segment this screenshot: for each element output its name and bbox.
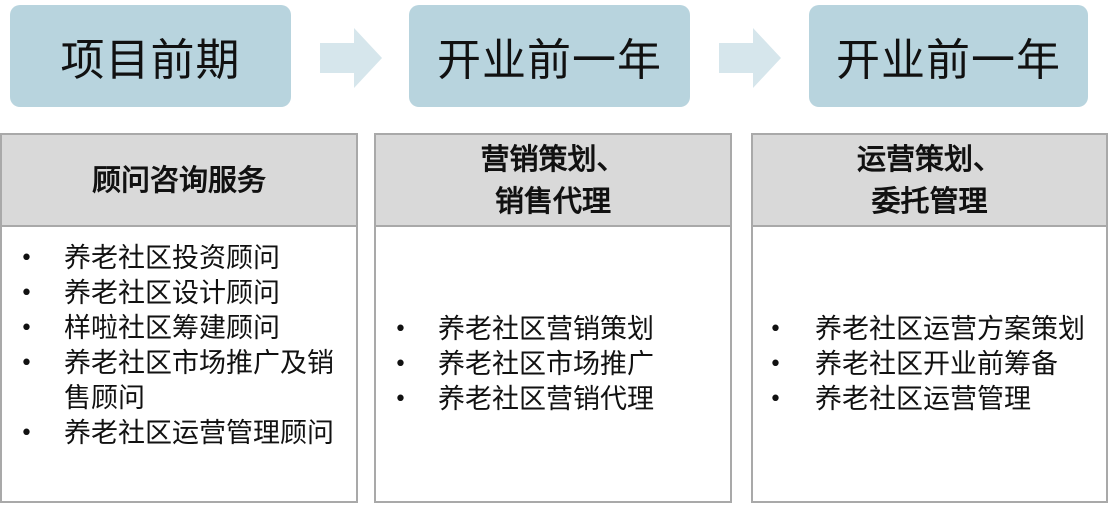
service-column-marketing: 营销策划、 销售代理 • 养老社区营销策划 • 养老社区市场推广 • 养老社区营销代理	[374, 133, 732, 503]
list-item-text: 养老社区投资顾问	[64, 243, 280, 274]
bullet-icon: •	[20, 316, 33, 341]
column-body: • 养老社区营销策划 • 养老社区市场推广 • 养老社区营销代理	[376, 227, 730, 501]
service-list: • 养老社区运营方案策划 • 养老社区开业前筹备 • 养老社区运营管理	[753, 312, 1106, 417]
list-item: • 养老社区运营管理	[753, 382, 1096, 417]
service-column-operations: 运营策划、 委托管理 • 养老社区运营方案策划 • 养老社区开业前筹备 • 养老社区运…	[751, 133, 1108, 503]
bullet-icon: •	[769, 386, 782, 412]
list-item: • 养老社区投资顾问	[2, 241, 346, 276]
bullet-icon: •	[394, 386, 407, 412]
column-body: • 养老社区运营方案策划 • 养老社区开业前筹备 • 养老社区运营管理	[753, 227, 1106, 501]
right-arrow-icon	[320, 28, 382, 88]
list-item-text: 养老社区营销策划	[438, 313, 654, 345]
bullet-icon: •	[769, 316, 782, 342]
service-column-consulting: 顾问咨询服务 • 养老社区投资顾问 • 养老社区设计顾问 • 样啦社区筹建顾问 • 养老…	[0, 133, 358, 503]
list-item: • 样啦社区筹建顾问	[2, 311, 346, 346]
column-header-line: 顾问咨询服务	[91, 163, 266, 197]
bullet-icon: •	[20, 351, 33, 376]
list-item-text: 样啦社区筹建顾问	[64, 313, 280, 344]
bullet-icon: •	[20, 421, 33, 446]
bullet-icon: •	[769, 351, 782, 377]
column-header-line: 营销策划、	[480, 142, 626, 176]
column-header: 顾问咨询服务	[2, 135, 356, 227]
list-item-text: 养老社区运营管理	[815, 383, 1031, 415]
list-item-text: 养老社区开业前筹备	[815, 348, 1058, 380]
list-item: • 养老社区运营管理顾问	[2, 416, 346, 451]
list-item-text: 养老社区市场推广及销售顾问	[64, 348, 334, 414]
list-item: • 养老社区营销代理	[376, 382, 720, 417]
service-list: • 养老社区营销策划 • 养老社区市场推广 • 养老社区营销代理	[376, 312, 730, 417]
list-item: • 养老社区市场推广及销售顾问	[2, 346, 346, 416]
bullet-icon: •	[394, 351, 407, 377]
bullet-icon: •	[394, 316, 407, 342]
list-item-text: 养老社区设计顾问	[64, 278, 280, 309]
column-header-line: 运营策划、	[856, 142, 1002, 176]
list-item-text: 养老社区市场推广	[438, 348, 654, 380]
list-item: • 养老社区开业前筹备	[753, 347, 1096, 382]
right-arrow-icon	[719, 28, 781, 88]
list-item: • 养老社区市场推广	[376, 347, 720, 382]
bullet-icon: •	[20, 246, 33, 271]
bullet-icon: •	[20, 281, 33, 306]
list-item: • 养老社区营销策划	[376, 312, 720, 347]
list-item-text: 养老社区营销代理	[438, 383, 654, 415]
list-item: • 养老社区设计顾问	[2, 276, 346, 311]
column-header: 运营策划、 委托管理	[753, 135, 1106, 227]
service-list: • 养老社区投资顾问 • 养老社区设计顾问 • 样啦社区筹建顾问 • 养老社区市场推广及…	[2, 241, 356, 451]
column-header: 营销策划、 销售代理	[376, 135, 730, 227]
list-item-text: 养老社区运营方案策划	[815, 313, 1085, 345]
list-item-text: 养老社区运营管理顾问	[64, 418, 334, 449]
list-item: • 养老社区运营方案策划	[753, 312, 1096, 347]
phase-box-2: 开业前一年	[409, 5, 690, 107]
column-header-line: 销售代理	[494, 184, 611, 218]
phase-box-3: 开业前一年	[809, 5, 1088, 107]
column-body: • 养老社区投资顾问 • 养老社区设计顾问 • 样啦社区筹建顾问 • 养老社区市场推广及…	[2, 227, 356, 501]
phase-box-1: 项目前期	[10, 5, 291, 107]
column-header-line: 委托管理	[871, 184, 988, 218]
